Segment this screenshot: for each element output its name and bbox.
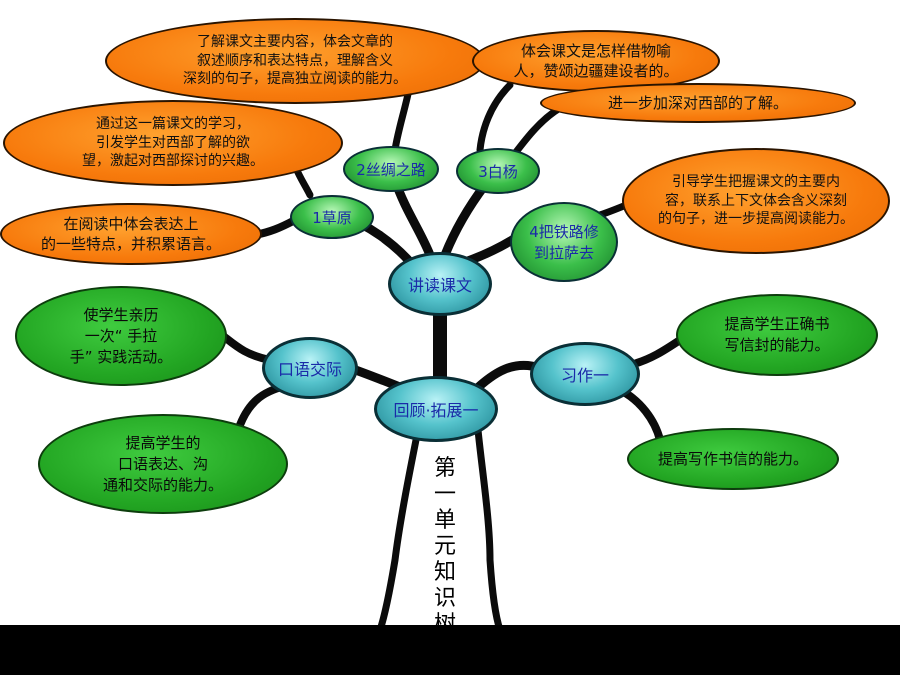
goal-bubble-9: 提高学生正确书 写信封的能力。 [676, 294, 878, 376]
reading-hub[interactable]: 讲读课文 [388, 252, 492, 316]
lesson-3-label: 3白杨 [478, 162, 518, 181]
lesson-1-node[interactable]: 1草原 [290, 195, 374, 239]
branch-writing-g10 [616, 386, 664, 444]
goal-bubble-6: 引导学生把握课文的主要内 容，联系上下文体会含义深刻 的句子，进一步提高阅读能力… [622, 148, 890, 254]
speaking-hub-label: 口语交际 [277, 360, 342, 379]
lesson-4-label: 4把铁路修 到拉萨去 [529, 223, 599, 262]
bottom-bar [0, 625, 900, 675]
trunk-left-edge [376, 426, 422, 634]
lesson-3-node[interactable]: 3白杨 [456, 148, 540, 194]
goal-bubble-3: 进一步加深对西部的了解。 [540, 83, 856, 123]
goal-text-8: 提高学生的 口语表达、沟 通和交际的能力。 [102, 433, 223, 494]
lesson-2-node[interactable]: 2丝绸之路 [343, 146, 439, 192]
goal-text-7: 使学生亲历 一次“ 手拉 手” 实践活动。 [69, 305, 173, 366]
trunk-fill [384, 430, 496, 630]
branch-l3-g2 [476, 81, 514, 154]
reading-hub-label: 讲读课文 [407, 276, 472, 295]
goal-text-5: 在阅读中体会表达上 的一些特点，并积累语言。 [40, 214, 221, 253]
goal-bubble-4: 通过这一篇课文的学习， 引发学生对西部了解的欲 望，激起对西部探讨的兴趣。 [3, 100, 343, 186]
goal-text-10: 提高写作书信的能力。 [657, 449, 808, 468]
goal-text-9: 提高学生正确书 写信封的能力。 [724, 315, 830, 354]
goal-text-3: 进一步加深对西部的了解。 [607, 93, 788, 112]
writing-hub[interactable]: 习作一 [530, 342, 640, 406]
goal-text-2: 体会课文是怎样借物喻 人，赞颂边疆建设者的。 [513, 41, 679, 80]
goal-text-1: 了解课文主要内容，体会文章的 叙述顺序和表达特点，理解含义 深刻的句子，提高独立… [183, 33, 407, 88]
branch-speaking-g7 [218, 331, 274, 364]
goal-text-6: 引导学生把握课文的主要内 容，联系上下文体会含义深刻 的句子，进一步提高阅读能力… [658, 173, 854, 228]
goal-bubble-7: 使学生亲历 一次“ 手拉 手” 实践活动。 [15, 286, 227, 386]
branch-to-l3 [440, 180, 490, 260]
trunk-right-edge [474, 426, 504, 634]
lesson-2-label: 2丝绸之路 [356, 160, 426, 179]
goal-text-4: 通过这一篇课文的学习， 引发学生对西部了解的欲 望，激起对西部探讨的兴趣。 [82, 115, 264, 170]
goal-bubble-8: 提高学生的 口语表达、沟 通和交际的能力。 [38, 414, 288, 514]
goal-bubble-2: 体会课文是怎样借物喻 人，赞颂边疆建设者的。 [472, 30, 720, 92]
review-hub[interactable]: 回顾·拓展一 [374, 376, 498, 442]
review-hub-label: 回顾·拓展一 [393, 401, 479, 420]
lesson-1-label: 1草原 [312, 208, 352, 227]
speaking-hub[interactable]: 口语交际 [262, 337, 358, 399]
writing-hub-label: 习作一 [560, 366, 609, 385]
branch-writing-g9 [626, 336, 684, 369]
tree-title: 第 一 单 元 知 识 树 [433, 456, 456, 637]
goal-bubble-5: 在阅读中体会表达上 的一些特点，并积累语言。 [0, 203, 262, 265]
lesson-4-node[interactable]: 4把铁路修 到拉萨去 [510, 202, 618, 282]
goal-bubble-1: 了解课文主要内容，体会文章的 叙述顺序和表达特点，理解含义 深刻的句子，提高独立… [105, 18, 485, 104]
goal-bubble-10: 提高写作书信的能力。 [627, 428, 839, 490]
